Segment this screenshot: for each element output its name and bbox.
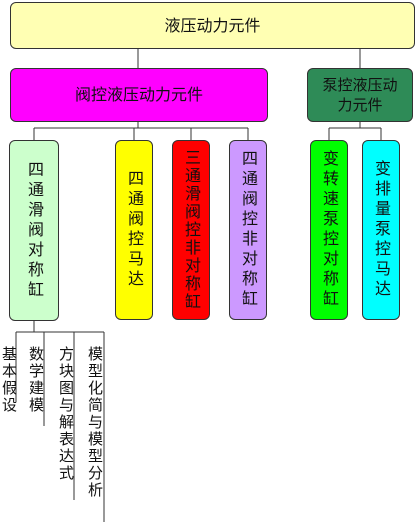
valve-child-4-label: 四通阀控非对称缸	[239, 150, 258, 310]
pump-child-1-label: 变转速泵控对称缸	[320, 150, 339, 310]
sub-item-2: 数学建模	[27, 346, 45, 414]
pump-node: 泵控液压动力元件	[307, 68, 413, 122]
pump-child-1: 变转速泵控对称缸	[310, 140, 348, 320]
sub-item-3: 方块图与解表达式	[57, 346, 75, 482]
valve-label: 阀控液压动力元件	[74, 85, 203, 104]
valve-node: 阀控液压动力元件	[10, 68, 268, 122]
valve-child-1: 四通滑阀对称缸	[9, 140, 59, 321]
valve-child-3-label: 三通滑阀控非对称缸	[182, 149, 201, 311]
valve-child-2: 四通阀控马达	[115, 140, 153, 320]
valve-child-2-label: 四通阀控马达	[125, 170, 144, 290]
sub-item-4: 模型化简与模型分析	[86, 346, 104, 499]
pump-child-2: 变排量泵控马达	[362, 140, 400, 320]
valve-child-1-label: 四通滑阀对称缸	[25, 160, 44, 301]
pump-child-2-label: 变排量泵控马达	[372, 160, 391, 300]
valve-child-4: 四通阀控非对称缸	[229, 140, 267, 320]
valve-child-3: 三通滑阀控非对称缸	[172, 140, 210, 320]
root-node: 液压动力元件	[10, 2, 415, 49]
sub-item-1: 基本假设	[0, 346, 18, 414]
pump-label: 泵控液压动力元件	[322, 76, 398, 114]
root-label: 液压动力元件	[164, 15, 261, 35]
